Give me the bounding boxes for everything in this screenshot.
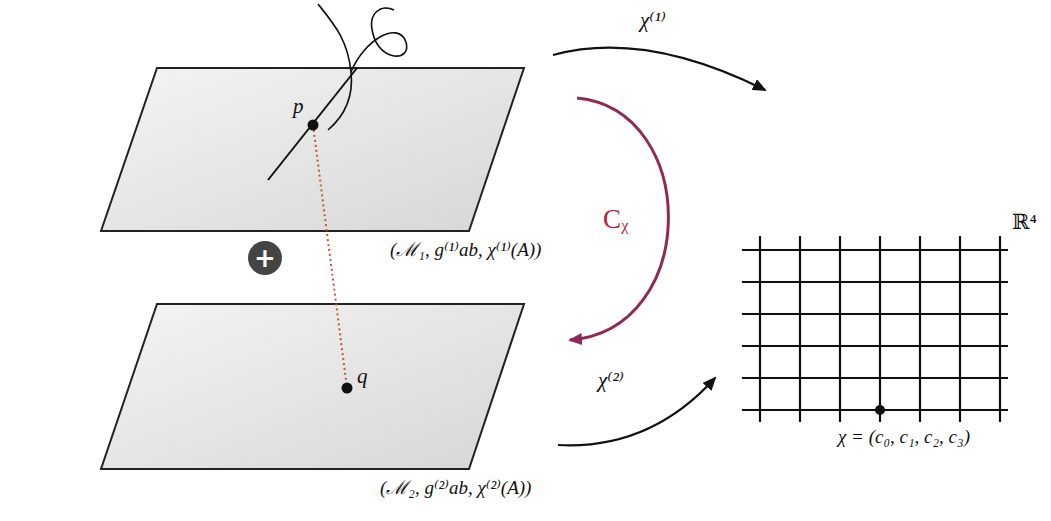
point-q <box>342 383 353 394</box>
grid-line <box>759 236 761 422</box>
grid-line <box>919 236 921 422</box>
point-label: q <box>357 364 368 389</box>
coordinate-label: χ = (c₀, c₁, c₂, c₃) <box>838 426 970 449</box>
inverse-map-arrow <box>570 98 668 340</box>
manifold-plane: (ℳ₂, g⁽²⁾ab, χ⁽²⁾(A)) <box>100 303 525 470</box>
manifold-plane: (ℳ₁, g⁽¹⁾ab, χ⁽¹⁾(A)) <box>100 67 525 232</box>
grid-line <box>959 236 961 422</box>
chart-map-arrow <box>553 48 765 90</box>
edge-label: χ⁽²⁾ <box>598 368 624 393</box>
space-label: ℝ⁴ <box>1012 210 1037 235</box>
grid-line <box>999 236 1001 422</box>
grid-line <box>879 236 881 422</box>
grid-line <box>839 236 841 422</box>
manifold-label: (ℳ₁, g⁽¹⁾ab, χ⁽¹⁾(A)) <box>390 239 541 262</box>
coordinate-grid: ℝ⁴ χ = (c₀, c₁, c₂, c₃) <box>715 90 1045 455</box>
grid-line <box>742 281 1008 283</box>
edge-label: χ⁽¹⁾ <box>640 8 666 33</box>
plane-shape <box>101 304 524 469</box>
chart-map-arrow <box>558 378 715 445</box>
plane-outline <box>100 67 525 232</box>
grid-line <box>799 236 801 422</box>
plane-shape <box>101 68 524 231</box>
manifold-label: (ℳ₂, g⁽²⁾ab, χ⁽²⁾(A)) <box>380 477 531 500</box>
grid-point <box>875 405 885 415</box>
point-label: p <box>293 94 304 119</box>
grid-line <box>742 345 1008 347</box>
string-loop <box>351 8 407 72</box>
point-p <box>308 120 319 131</box>
grid-line <box>742 409 1008 411</box>
edge-label: Cᵪ <box>603 203 629 235</box>
grid-line <box>742 249 1008 251</box>
grid-line <box>742 313 1008 315</box>
plane-outline <box>100 303 525 470</box>
grid-line <box>742 377 1008 379</box>
grid-outline <box>715 90 1045 455</box>
direct-sum-symbol: + <box>248 241 282 275</box>
